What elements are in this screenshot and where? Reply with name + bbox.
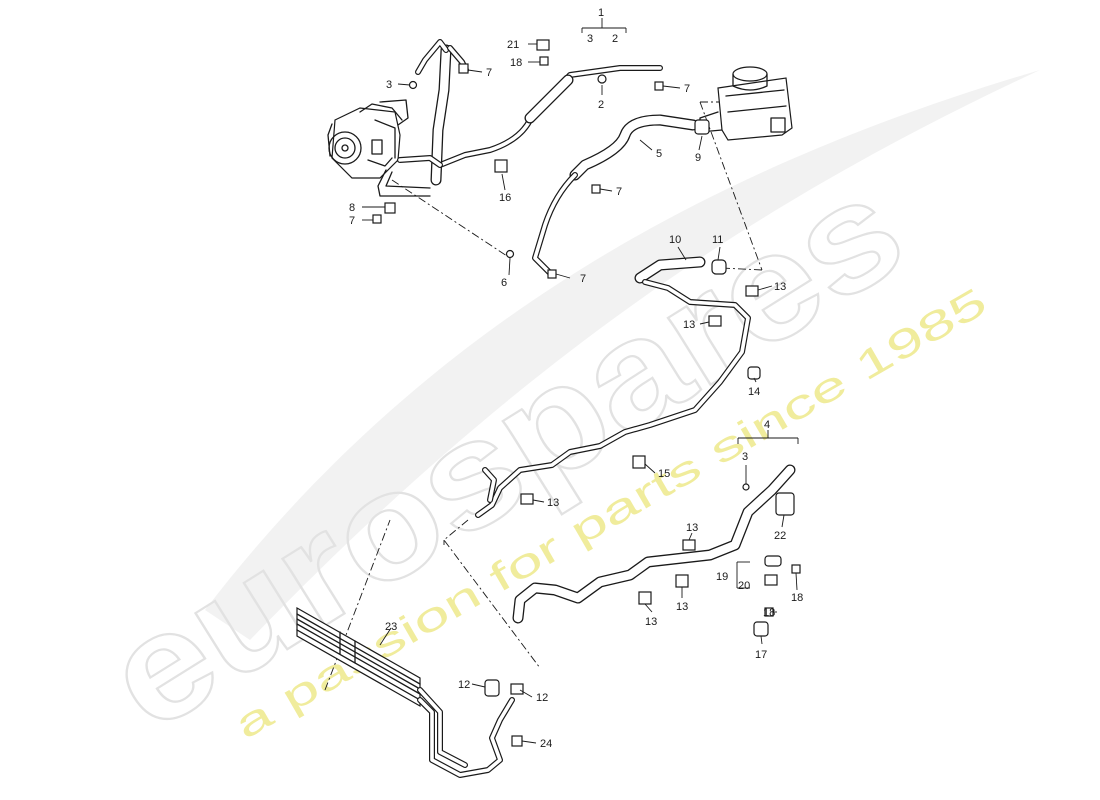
callout-13: 13 <box>547 497 559 509</box>
callout-4: 4 <box>764 419 770 431</box>
fittings <box>372 39 801 747</box>
guide-lines <box>324 101 763 691</box>
fluid-reservoir <box>699 66 793 141</box>
callout-3: 3 <box>587 33 593 45</box>
return-line <box>475 279 751 518</box>
callout-9: 9 <box>695 152 701 164</box>
watermark: eurospares a passion for parts since 198… <box>77 70 1040 763</box>
callout-13: 13 <box>676 601 688 613</box>
watermark-swoosh <box>205 70 1040 640</box>
callout-19: 19 <box>716 571 728 583</box>
callout-10: 10 <box>669 234 681 246</box>
callout-12: 12 <box>536 692 548 704</box>
leader-lines <box>362 43 798 744</box>
callout-7: 7 <box>486 67 492 79</box>
callout-7: 7 <box>616 186 622 198</box>
steering-pump <box>327 99 431 197</box>
callout-7: 7 <box>580 273 586 285</box>
callout-13: 13 <box>774 281 786 293</box>
pressure-line-1 <box>437 65 663 168</box>
callout-11: 11 <box>712 234 723 246</box>
callout-21: 21 <box>507 39 519 51</box>
callout-17: 17 <box>755 649 767 661</box>
callout-2: 2 <box>612 33 618 45</box>
callout-24: 24 <box>540 738 552 750</box>
callout-5: 5 <box>656 148 662 160</box>
group-brackets <box>581 18 799 589</box>
callout-20: 20 <box>738 580 750 592</box>
callout-labels: 1 2 3 2 3 21 18 7 7 7 7 7 16 5 9 8 6 10 … <box>349 7 803 750</box>
callout-2: 2 <box>598 99 604 111</box>
callout-12: 12 <box>458 679 470 691</box>
callout-16: 16 <box>499 192 511 204</box>
callout-14: 14 <box>748 386 760 398</box>
return-hose-10 <box>634 256 706 284</box>
callout-13: 13 <box>683 319 695 331</box>
hose-assembly-4 <box>512 464 796 624</box>
callout-13: 13 <box>645 616 657 628</box>
callout-3: 3 <box>386 79 392 91</box>
callout-13: 13 <box>686 522 698 534</box>
callout-7: 7 <box>684 83 690 95</box>
callout-22: 22 <box>774 530 786 542</box>
callout-8: 8 <box>349 202 355 214</box>
callout-18: 18 <box>791 592 803 604</box>
oil-cooler <box>296 606 515 778</box>
watermark-brand: eurospares <box>78 143 930 762</box>
callout-23: 23 <box>385 621 397 633</box>
callout-6: 6 <box>501 277 507 289</box>
callout-18: 18 <box>763 607 775 619</box>
callout-3: 3 <box>742 451 748 463</box>
callout-1: 1 <box>598 7 604 19</box>
callout-18: 18 <box>510 57 522 69</box>
callout-15: 15 <box>658 468 670 480</box>
callout-7: 7 <box>349 215 355 227</box>
supply-hose-5 <box>532 114 699 278</box>
